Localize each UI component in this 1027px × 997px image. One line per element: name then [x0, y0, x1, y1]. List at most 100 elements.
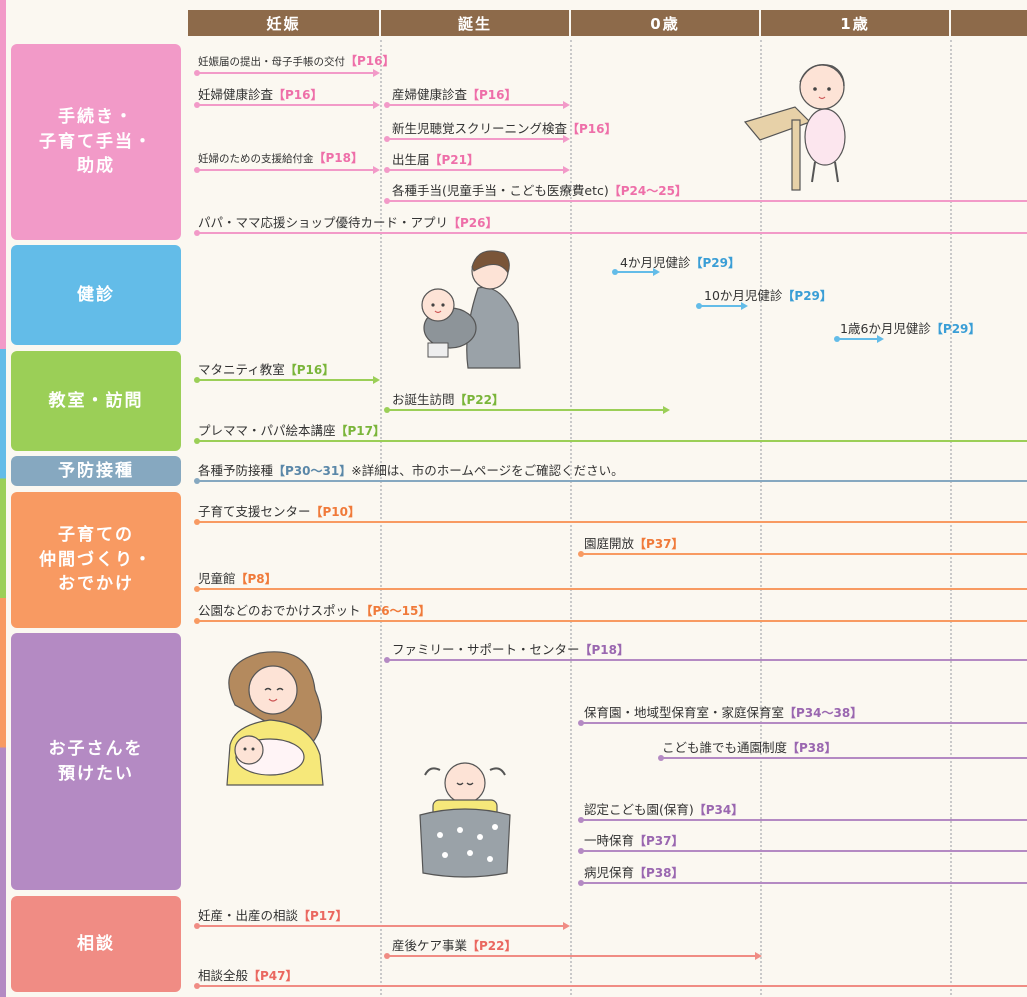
start-dot: [194, 586, 200, 592]
start-dot: [384, 198, 390, 204]
start-dot: [194, 438, 200, 444]
start-dot: [578, 817, 584, 823]
start-dot: [696, 303, 702, 309]
category-checkups: 健診: [11, 245, 181, 345]
start-dot: [194, 167, 200, 173]
category-label-line: 子育て手当・: [39, 131, 153, 152]
category-community: 子育ての仲間づくり・おでかけ: [11, 492, 181, 628]
start-dot: [384, 167, 390, 173]
category-label-line: 子育ての: [58, 525, 134, 546]
item-text: 出生届: [392, 152, 430, 167]
header-pregnancy: 妊娠: [188, 10, 379, 36]
garden-opening-period-line: [578, 551, 1027, 557]
item-text: マタニティ教室: [198, 362, 285, 377]
item-text: 園庭開放: [584, 536, 635, 551]
item-text: 児童館: [198, 571, 236, 586]
item-text: 子育て支援センター: [198, 504, 311, 519]
family-support-period-line: [384, 657, 1027, 663]
start-dot: [194, 70, 200, 76]
item-text: 新生児聴覚スクリーニング検査: [392, 121, 568, 136]
newborn-hearing-period-line: [384, 135, 570, 143]
pregnancy-notification-period-line: [194, 69, 380, 77]
item-text: 一時保育: [584, 833, 635, 848]
arrow-head-icon: [373, 166, 380, 174]
birth-registration-period-line: [384, 166, 570, 174]
page-ref: 【P29】: [930, 322, 981, 336]
start-dot: [612, 269, 618, 275]
page-ref: 【P8】: [235, 572, 277, 586]
checkup-10m-period-line: [696, 302, 748, 310]
maternity-support-benefit-label: 妊婦のための支援給付金【P18】: [198, 149, 363, 166]
grid-line-age-1: [760, 40, 762, 995]
item-text: こども誰でも通園制度: [662, 740, 788, 755]
item-text: 10か月児健診: [704, 288, 783, 303]
support-center-period-line: [194, 519, 1027, 525]
vaccinations-label: 各種予防接種【P30〜31】※詳細は、市のホームページをご確認ください。: [198, 460, 624, 479]
postpartum-care-period-line: [384, 952, 762, 960]
sick-child-care-period-line: [578, 880, 1027, 886]
birth-visit-period-line: [384, 406, 670, 414]
item-text: 妊娠届の提出・母子手帳の交付: [198, 56, 345, 68]
arrow-head-icon: [373, 69, 380, 77]
item-text: 妊婦のための支援給付金: [198, 153, 314, 165]
start-dot: [384, 953, 390, 959]
maternity-class-label: マタニティ教室【P16】: [198, 359, 334, 378]
nursery-period-line: [578, 720, 1027, 726]
support-center-label: 子育て支援センター【P10】: [198, 501, 360, 520]
page-ref: 【P16】: [284, 363, 335, 377]
item-text: 各種手当(児童手当・こども医療費etc): [392, 183, 609, 198]
toddler-standing-illustration: [743, 64, 846, 191]
item-text: お誕生訪問: [392, 392, 455, 407]
item-text: 保育園・地域型保育室・家庭保育室: [584, 705, 785, 720]
postpartum-care-label: 産後ケア事業【P22】: [392, 935, 517, 954]
picture-book-class-period-line: [194, 438, 1027, 444]
allowances-period-line: [384, 198, 1027, 204]
item-text: 各種予防接種: [198, 463, 274, 478]
page-ref: 【P16】: [567, 122, 617, 136]
item-text: 認定こども園(保育): [584, 802, 694, 817]
papa-mama-card-label: パパ・ママ応援ショップ優待カード・アプリ【P26】: [198, 212, 498, 231]
page-ref: 【P18】: [313, 151, 364, 165]
parent-holding-baby-illustration: [421, 250, 521, 369]
page-ref: 【P22】: [454, 393, 505, 407]
start-dot: [194, 923, 200, 929]
start-dot: [194, 230, 200, 236]
arrow-head-icon: [563, 101, 570, 109]
checkup-4m-period-line: [612, 268, 660, 276]
newborn-hearing-label: 新生児聴覚スクリーニング検査【P16】: [392, 118, 617, 137]
item-text: 病児保育: [584, 865, 635, 880]
item-text: パパ・ママ応援ショップ優待カード・アプリ: [198, 215, 449, 230]
childrens-hall-period-line: [194, 586, 1027, 592]
page-ref: 【P34〜38】: [784, 706, 863, 720]
header-birth: 誕生: [381, 10, 569, 36]
checkup-10m-label: 10か月児健診【P29】: [704, 285, 832, 304]
page-ref: 【P29】: [782, 289, 832, 303]
start-dot: [834, 336, 840, 342]
page-ref: 【P17】: [298, 909, 348, 923]
page-ref: 【P47】: [248, 969, 298, 983]
header-age-2: [951, 10, 1027, 36]
papa-mama-card-period-line: [194, 230, 1027, 236]
birth-registration-label: 出生届【P21】: [392, 149, 479, 168]
item-text: 妊産・出産の相談: [198, 908, 299, 923]
arrow-head-icon: [755, 952, 762, 960]
postpartum-checkup-label: 産婦健康診査【P16】: [392, 84, 517, 103]
page-ref: 【P17】: [335, 424, 386, 438]
start-dot: [578, 880, 584, 886]
certified-kindergarten-period-line: [578, 817, 1027, 823]
category-label-line: 仲間づくり・: [39, 549, 153, 570]
page-ref: 【P24〜25】: [608, 184, 687, 198]
arrow-head-icon: [563, 135, 570, 143]
garden-opening-label: 園庭開放【P37】: [584, 533, 684, 552]
category-vaccination: 予防接種: [11, 456, 181, 486]
start-dot: [578, 720, 584, 726]
page-ref: 【P10】: [310, 505, 361, 519]
page-ref: 【P16】: [273, 88, 323, 102]
start-dot: [384, 407, 390, 413]
certified-kindergarten-label: 認定こども園(保育)【P34】: [584, 799, 743, 818]
category-label-line: 健診: [77, 284, 115, 305]
checkup-18m-label: 1歳6か月児健診【P29】: [840, 318, 980, 337]
item-text: 公園などのおでかけスポット: [198, 603, 361, 618]
item-text: 1歳6か月児健診: [840, 321, 931, 336]
vaccinations-period-line: [194, 478, 1027, 484]
